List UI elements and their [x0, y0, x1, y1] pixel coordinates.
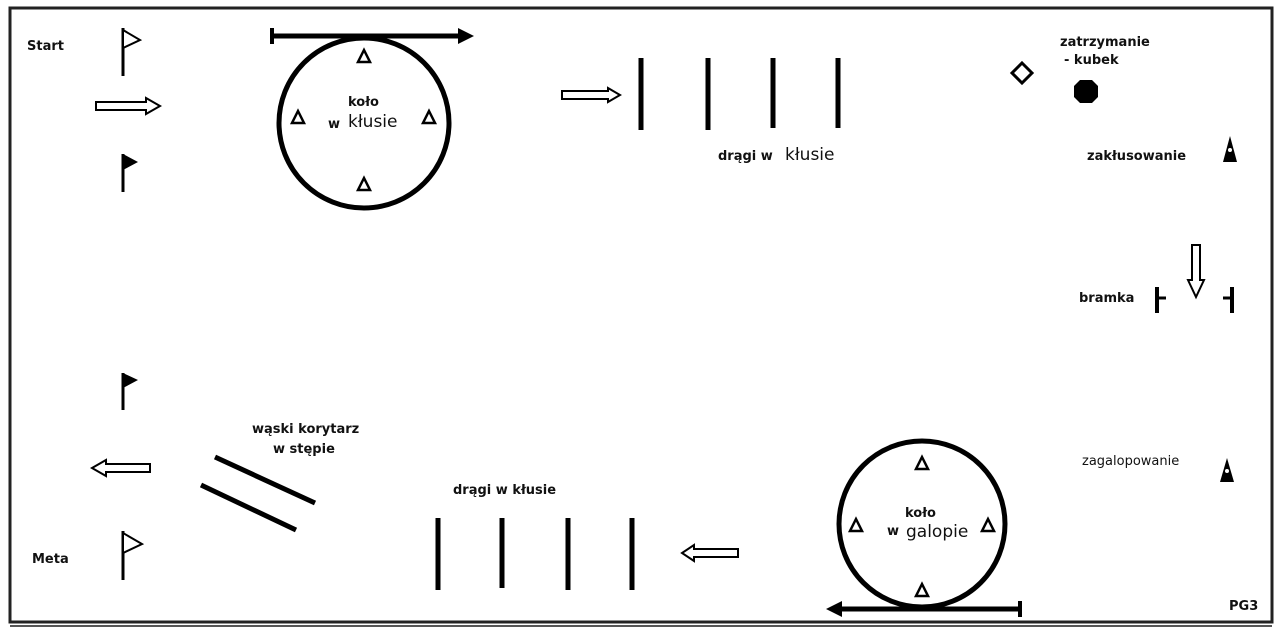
- circle-canter-label-w: w: [887, 524, 900, 539]
- poles-trot-bottom: [435, 518, 635, 590]
- cup-icon: [1074, 80, 1098, 103]
- gate-arrow-icon: [1186, 244, 1206, 300]
- poles-trot-top: [638, 58, 841, 130]
- start-label: Start: [27, 39, 64, 54]
- circle-trot: [270, 28, 474, 211]
- start-flag-top-icon: [121, 28, 143, 76]
- poles-trot-top-label-a: drągi w: [718, 149, 773, 164]
- circle-canter: [826, 438, 1022, 617]
- circle-canter-label-line1: koło: [905, 506, 936, 521]
- poles-trot-bottom-label: drągi w kłusie: [453, 483, 557, 498]
- circle-trot-label-w: w: [328, 117, 341, 132]
- circle-trot-label-line1: koło: [348, 95, 379, 110]
- gate-label: bramka: [1079, 291, 1135, 306]
- course-code-label: PG3: [1229, 599, 1259, 614]
- start-arrow-icon: [95, 96, 163, 116]
- cone-canter-icon: [1220, 458, 1234, 482]
- halt-marker-icon: [1009, 60, 1035, 86]
- poles-trot-top-label-b: kłusie: [785, 145, 835, 165]
- arrow-to-poles-icon: [561, 86, 622, 104]
- circle-canter-label-line2: galopie: [906, 522, 969, 542]
- frame-border: [8, 6, 1274, 624]
- circle-trot-label-line2: kłusie: [348, 112, 398, 132]
- start-flag-bottom-icon: [121, 154, 138, 192]
- finish-label: Meta: [32, 552, 69, 567]
- halt-label-line2: - kubek: [1064, 53, 1119, 68]
- halt-label-line1: zatrzymanie: [1060, 35, 1150, 50]
- corridor-label-line1: wąski korytarz: [252, 422, 360, 437]
- canter-transition-label: zagalopowanie: [1082, 454, 1180, 469]
- finish-arrow-icon: [89, 458, 151, 478]
- cone-trot-icon: [1223, 136, 1237, 162]
- corridor-label-line2: w stępie: [273, 442, 335, 457]
- trot-transition-label: zakłusowanie: [1087, 149, 1187, 164]
- narrow-corridor: [199, 454, 317, 533]
- finish-flag-top-icon: [121, 373, 138, 410]
- finish-flag-bottom-icon: [121, 531, 145, 580]
- gate-icon: [1155, 287, 1234, 313]
- arrow-to-bottom-poles-icon: [680, 543, 739, 563]
